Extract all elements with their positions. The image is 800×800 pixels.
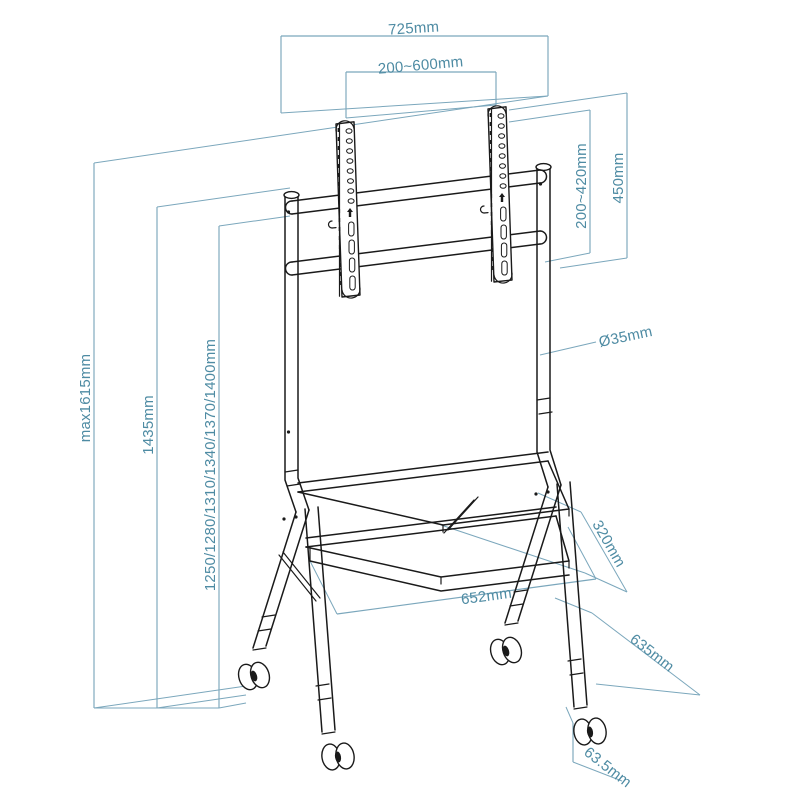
dim-caster-size — [565, 706, 623, 782]
front-left-leg — [252, 509, 310, 649]
dim-adjustable-height — [218, 215, 291, 709]
caster-rear-left — [321, 731, 355, 771]
dim-shelf-depth — [440, 492, 628, 593]
label-base-depth: 635mm — [627, 631, 678, 676]
dim-vesa-width — [345, 71, 497, 119]
caster-front-right — [489, 622, 523, 666]
label-shelf-width: 652mm — [460, 585, 513, 609]
caster-rear-right — [573, 706, 607, 746]
label-max-height: max1615mm — [77, 354, 94, 443]
label-tube-diameter: Ø35mm — [597, 323, 654, 351]
front-right-leg — [504, 484, 562, 624]
label-bracket-height: 450mm — [610, 152, 627, 203]
dim-overall-width — [280, 35, 549, 114]
dim-base-depth — [554, 597, 701, 696]
label-vesa-width: 200~600mm — [377, 53, 464, 77]
dim-vesa-height — [508, 109, 591, 263]
caster-front-left — [237, 647, 271, 691]
rear-right-leg — [556, 481, 588, 708]
right-vertical-column — [535, 162, 562, 488]
leg-braces — [278, 490, 550, 602]
product-linework — [237, 105, 607, 771]
dim-max-height — [93, 95, 549, 709]
label-caster-size: 63.5mm — [581, 744, 635, 791]
label-adjustable-height: 1250/1280/1310/1340/1370/1400mm — [202, 339, 219, 591]
dimension-line-group — [93, 35, 701, 782]
rear-left-leg — [304, 506, 336, 733]
dimension-labels: 725mm 200~600mm 450mm 200~420mm max1615m… — [77, 18, 677, 791]
shelf-assembly — [297, 451, 570, 592]
left-vertical-column — [283, 190, 310, 513]
dim-bracket-height — [508, 92, 628, 269]
label-vesa-height: 200~420mm — [573, 143, 590, 229]
label-mid-height: 1435mm — [140, 395, 157, 455]
dim-tube-diameter — [539, 341, 597, 356]
dim-mid-height — [156, 187, 291, 709]
vesa-bracket-right — [479, 105, 513, 284]
label-overall-width: 725mm — [388, 18, 440, 38]
label-shelf-depth: 320mm — [589, 518, 629, 571]
vesa-bracket-left — [327, 120, 361, 299]
